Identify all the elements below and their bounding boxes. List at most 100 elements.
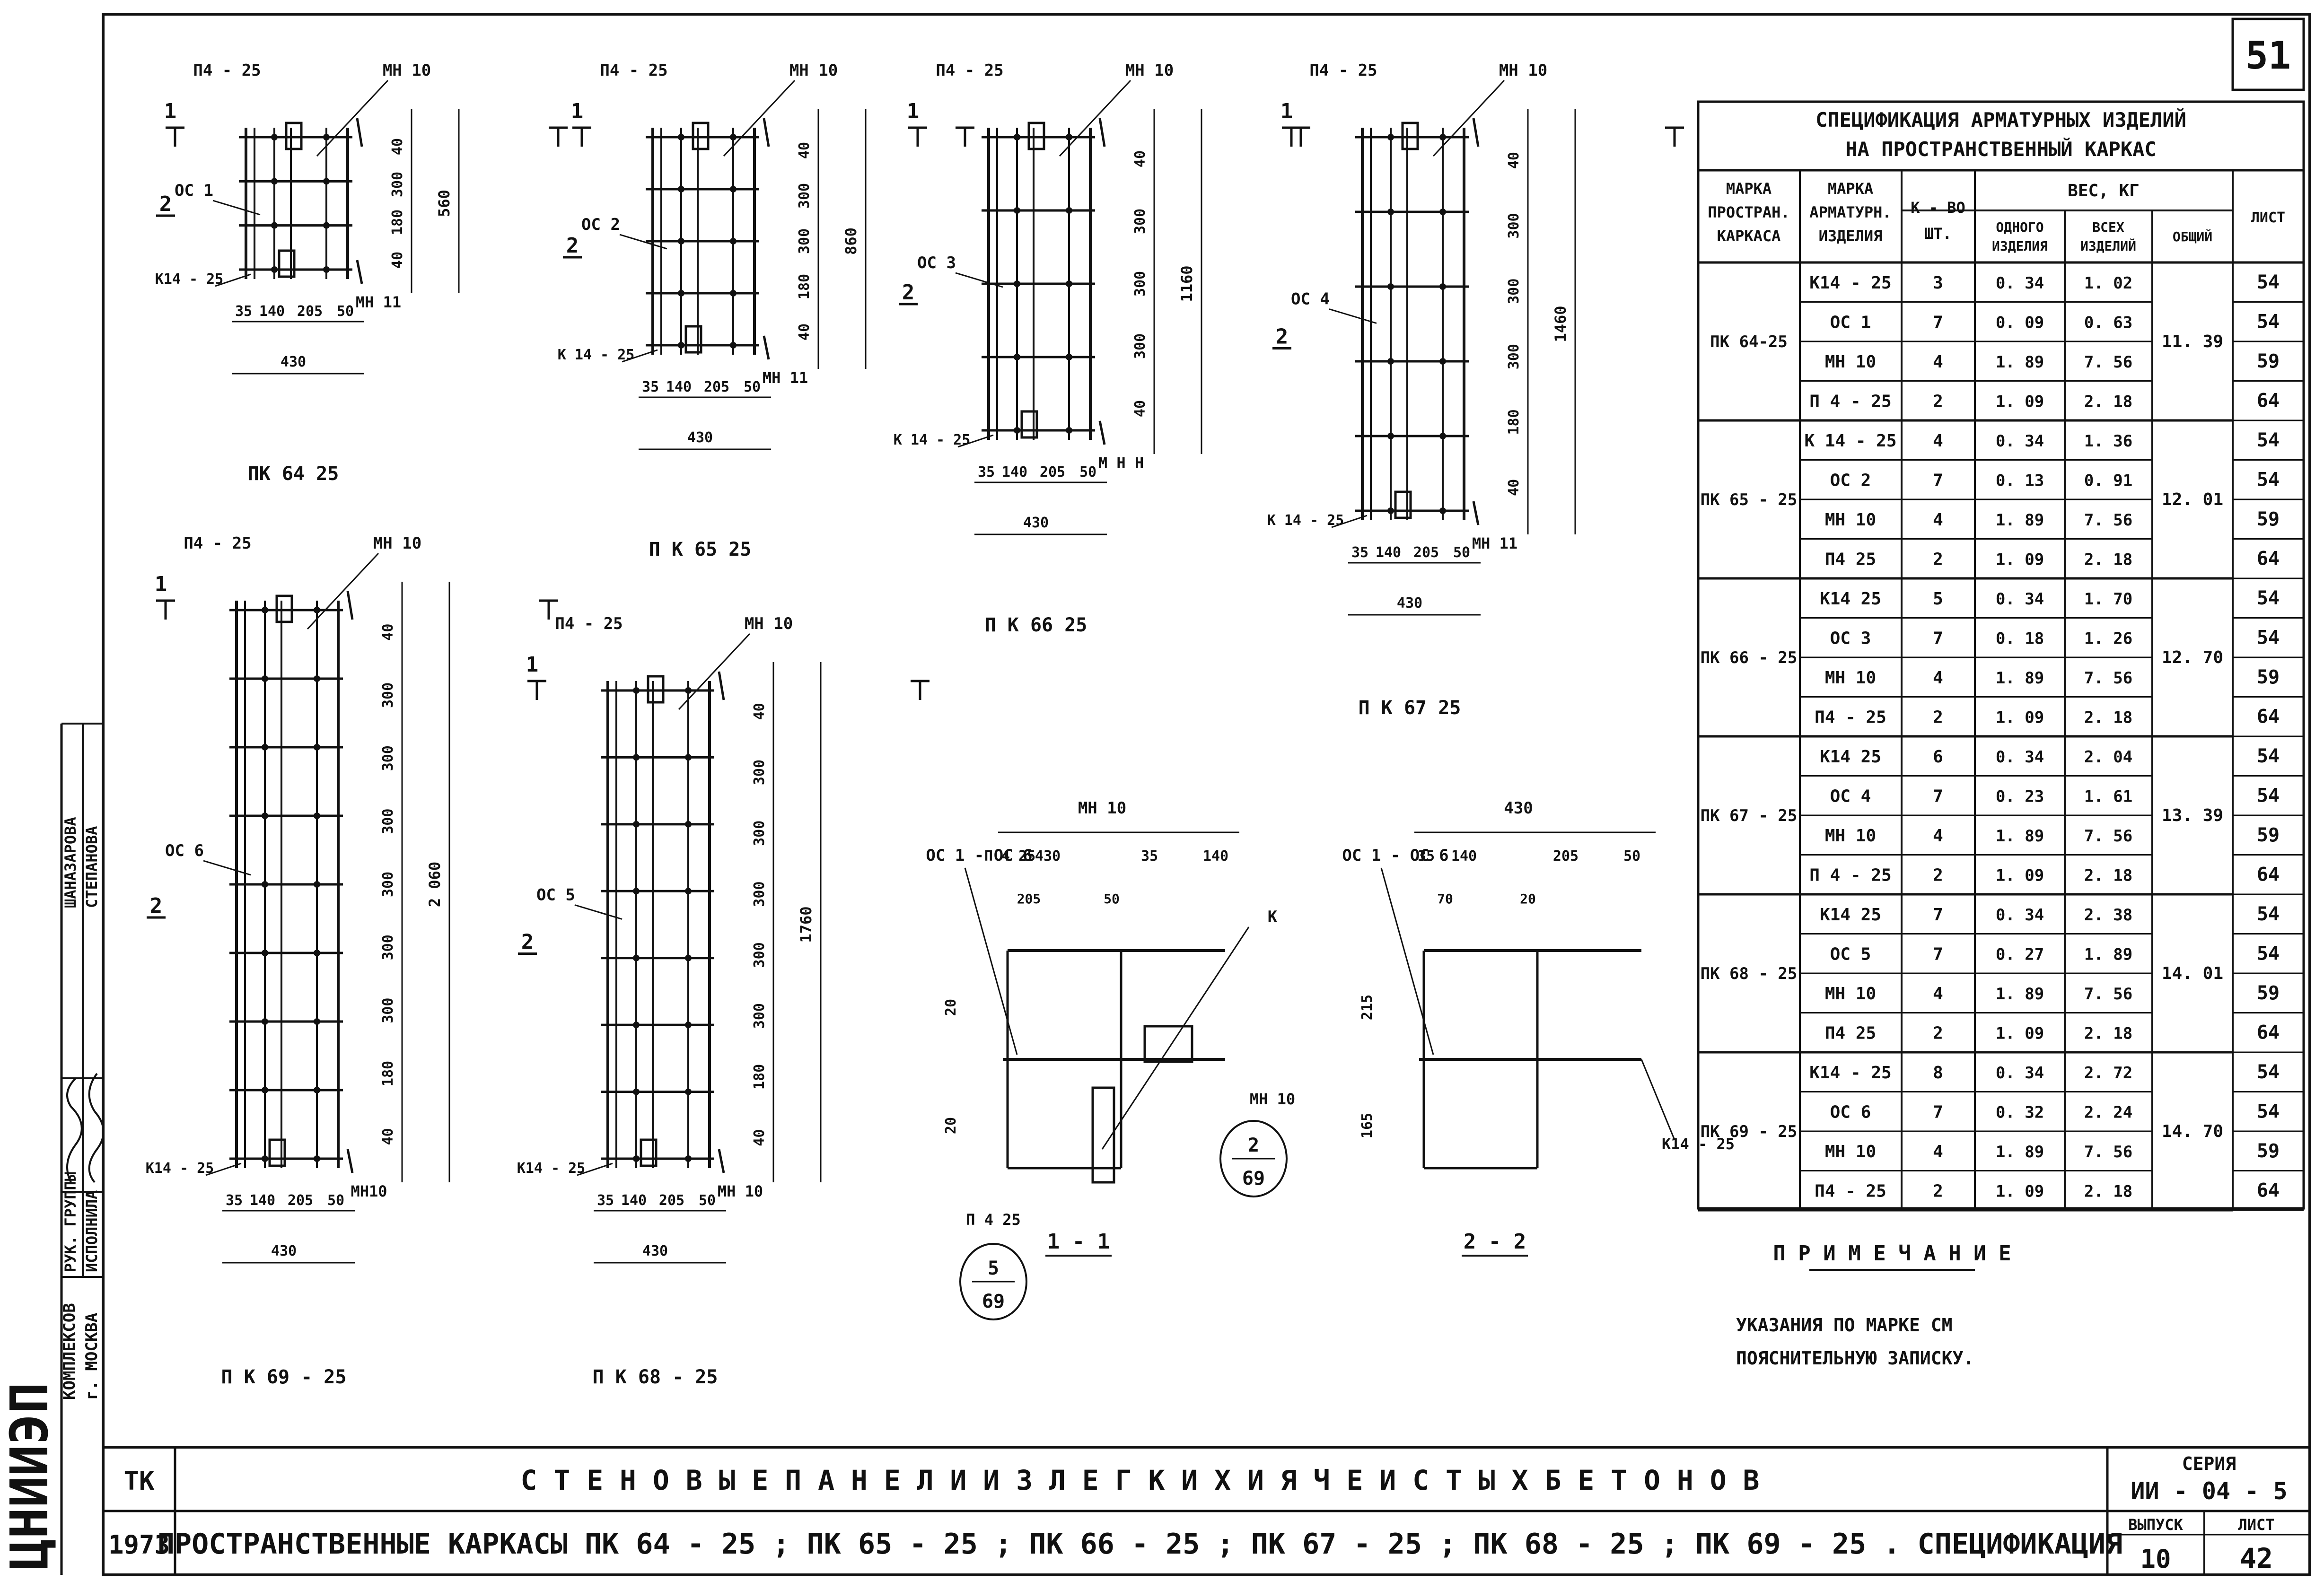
spec-cell-frame: ПК 64-25 <box>1710 332 1788 351</box>
weld-point <box>1014 427 1020 434</box>
dim-text-h: 205 <box>1040 464 1065 480</box>
name-2: СТЕПАНОВА <box>83 826 101 908</box>
dim-text-v: 180 <box>380 1061 396 1086</box>
leader <box>577 1162 613 1176</box>
hdr-frame-1: МАРКА <box>1726 180 1772 198</box>
label-os: ОС 1 <box>175 181 213 200</box>
hdr-all-1: ВСЕХ <box>2092 219 2124 235</box>
dim-text-v: 40 <box>380 624 396 641</box>
label-p4: П4 - 25 <box>1309 61 1377 80</box>
leader <box>964 867 1018 1055</box>
lug <box>718 671 725 700</box>
spec-cell-sheet: 64 <box>2257 1180 2280 1202</box>
dim-text-total: 1160 <box>1178 265 1196 302</box>
hdr-frame-2: ПРОСТРАН. <box>1708 203 1789 221</box>
weld-point <box>1387 433 1394 439</box>
name-1: ШАНАЗАРОВА <box>61 817 79 908</box>
spec-cell-item: ОС 3 <box>1830 629 1871 648</box>
weld-point <box>685 888 692 895</box>
spec-cell-all: 1. 36 <box>2084 432 2132 451</box>
weld-point <box>1439 209 1446 215</box>
dim-text-v: 180 <box>751 1064 768 1090</box>
spec-cell-one: 1. 89 <box>1996 511 2044 530</box>
leader <box>619 234 667 250</box>
embed-plate <box>285 122 303 150</box>
section-title: 1 - 1 <box>1047 1230 1110 1254</box>
spec-cell-all: 2. 24 <box>2084 1103 2132 1122</box>
dim-v: 20 <box>943 1117 959 1134</box>
hdr-qty-2: ШТ. <box>1924 225 1952 243</box>
label-mn: МН10 <box>351 1182 387 1200</box>
spec-cell-one: 1. 09 <box>1996 1182 2044 1201</box>
dim-text-h: 50 <box>699 1192 716 1209</box>
label-p4: П4 - 25 <box>936 61 1003 80</box>
weld-point <box>323 266 330 273</box>
spec-cell-frame: ПК 69 - 25 <box>1701 1122 1798 1141</box>
weld-point <box>685 687 692 694</box>
spec-cell-total: 14. 70 <box>2162 1122 2223 1141</box>
dim-text-v: 300 <box>380 809 396 834</box>
hdr-frame-3: КАРКАСА <box>1717 227 1781 245</box>
weld-point <box>633 754 640 761</box>
spec-cell-item: П4 - 25 <box>1815 1182 1886 1201</box>
spec-cell-all: 7. 56 <box>2084 353 2132 372</box>
label-k14: К14 - 25 <box>155 271 224 288</box>
dim-text-v: 300 <box>380 935 396 960</box>
spec-cell-sheet: 54 <box>2257 627 2280 649</box>
embed-plate <box>647 675 665 704</box>
weld-point <box>314 881 320 888</box>
dim-text-h: 50 <box>1453 544 1470 561</box>
dim: 50 <box>1104 891 1120 907</box>
spec-cell-qty: 4 <box>1933 668 1943 688</box>
spec-cell-qty: 7 <box>1933 945 1943 964</box>
weld-point <box>262 1155 268 1162</box>
sheet-number: 51 <box>2245 34 2291 78</box>
spec-cell-one: 1. 09 <box>1996 708 2044 727</box>
weld-point <box>730 342 737 349</box>
leader <box>215 273 251 287</box>
spec-cell-one: 0. 34 <box>1996 590 2044 609</box>
leader <box>1380 867 1434 1055</box>
tb-year: 1973 <box>108 1530 170 1560</box>
spec-cell-all: 7. 56 <box>2084 1143 2132 1162</box>
dim-v: 20 <box>943 999 959 1016</box>
spec-cell-one: 0. 34 <box>1996 1064 2044 1083</box>
spec-cell-item: П4 25 <box>1825 1024 1876 1043</box>
spec-cell-item: МН 10 <box>1825 668 1876 688</box>
weld-point <box>633 687 640 694</box>
leader <box>723 79 796 157</box>
leader <box>1059 79 1131 157</box>
weld-point <box>633 888 640 895</box>
spec-cell-sheet: 59 <box>2257 508 2280 530</box>
dim-text-h: 140 <box>1002 464 1027 480</box>
spec-cell-sheet: 54 <box>2257 745 2280 767</box>
spec-cell-all: 1. 61 <box>2084 787 2132 806</box>
embed-plate <box>1020 410 1038 439</box>
label-mn10: МН 10 <box>373 534 421 553</box>
cut-mark-2: 2 <box>902 280 915 305</box>
cut-mark-1: 1 <box>1280 99 1293 123</box>
spec-cell-item: МН 10 <box>1825 984 1876 1004</box>
frame-title: П К 68 - 25 <box>593 1366 718 1388</box>
weld-point <box>633 954 640 961</box>
spec-cell-one: 1. 89 <box>1996 1143 2044 1162</box>
spec-cell-qty: 5 <box>1933 589 1943 609</box>
weld-point <box>633 1155 640 1162</box>
label-mn10: МН 10 <box>1125 61 1174 80</box>
dim: 140 <box>1203 848 1228 865</box>
dim-text-v: 40 <box>389 138 406 155</box>
cut-mark-2: 2 <box>159 192 172 216</box>
spec-cell-all: 7. 56 <box>2084 827 2132 846</box>
embed-plate <box>684 325 702 354</box>
spec-cell-all: 2. 18 <box>2084 866 2132 885</box>
spec-cell-all: 2. 72 <box>2084 1064 2132 1083</box>
leader <box>574 904 623 920</box>
spec-cell-total: 12. 01 <box>2162 490 2223 509</box>
label-k14: К 14 - 25 <box>1267 512 1344 529</box>
dim-text-h: 205 <box>297 303 323 320</box>
weld-point <box>262 744 268 751</box>
